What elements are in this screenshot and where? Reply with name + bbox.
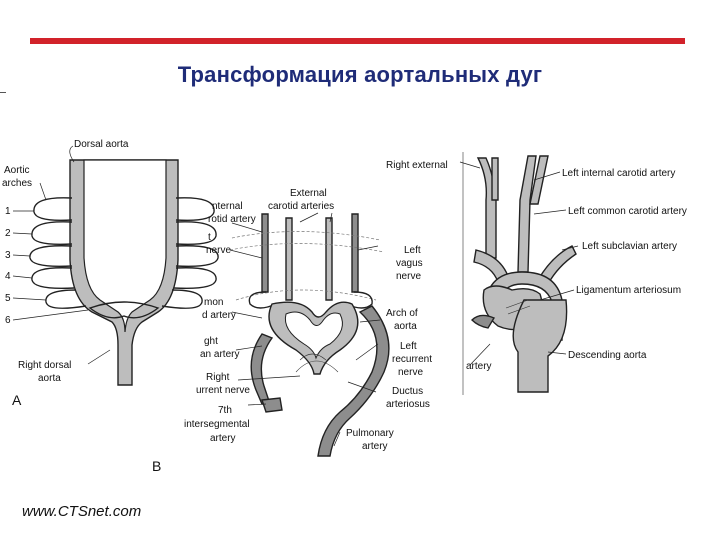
right-subclavian-artery (251, 334, 272, 404)
label-right-external-c: Right external (386, 160, 448, 171)
arch-number-6: 6 (5, 315, 11, 326)
panel-b-letter: B (152, 458, 161, 474)
label-left-vagus-1: Left (404, 245, 421, 256)
arch-number-3: 3 (5, 250, 11, 261)
label-nerve-2: nerve (206, 245, 231, 256)
label-pulmonary-2: artery (362, 441, 388, 452)
label-right-dorsal-aorta-1: Right dorsal (18, 360, 71, 371)
label-left-recurrent-1: Left (400, 341, 417, 352)
panel-a-letter: A (12, 392, 22, 408)
arch-number-1: 1 (5, 206, 11, 217)
label-arch-aorta-1: Arch of (386, 308, 418, 319)
right-internal-carotid (262, 214, 268, 292)
label-dorsal-aorta: Dorsal aorta (74, 139, 129, 150)
label-descending-c: Descending aorta (568, 350, 647, 361)
left-internal-carotid (352, 214, 358, 292)
label-seventh-1: 7th (218, 405, 232, 416)
right-external-carotid (286, 218, 292, 300)
label-right-recurrent-2: urrent nerve (196, 385, 250, 396)
label-artery-cut-c: artery (466, 361, 492, 372)
descending-aorta-c (513, 300, 566, 392)
panel-a-embryo-arches: Dorsal aorta Aortic arches 1 2 3 4 5 6 R… (2, 139, 218, 408)
label-right-recurrent-1: Right (206, 372, 230, 383)
label-seventh-3: artery (210, 433, 236, 444)
label-ligamentum-c: Ligamentum arteriosum (576, 285, 681, 296)
label-internal-carotid-2: rotid artery (208, 214, 256, 225)
leader-right-dorsal-aorta (88, 350, 110, 364)
arch-number-5: 5 (5, 293, 11, 304)
label-ductus-1: Ductus (392, 386, 423, 397)
left-external-carotid (326, 218, 332, 300)
label-pulmonary-1: Pulmonary (346, 428, 394, 439)
label-right-artery-2: an artery (200, 349, 239, 360)
label-subclavian-2: d artery (202, 310, 236, 321)
label-internal-carotid-1: nternal (212, 201, 243, 212)
panel-b-transformation: nternal rotid artery External carotid ar… (152, 188, 432, 474)
label-left-subclavian-c: Left subclavian artery (582, 241, 677, 252)
label-left-internal-carotid-c: Left internal carotid artery (562, 168, 675, 179)
seventh-intersegmental-stub (262, 398, 282, 412)
regressed-arches-dashed (230, 231, 384, 300)
label-left-vagus-2: vagus (396, 258, 423, 269)
label-left-recurrent-2: recurrent (392, 354, 432, 365)
label-right-dorsal-aorta-2: aorta (38, 373, 61, 384)
label-left-common-carotid-c: Left common carotid artery (568, 206, 687, 217)
label-left-recurrent-3: nerve (398, 367, 423, 378)
footer-source: www.CTSnet.com (22, 503, 141, 520)
label-aortic-arches-1: Aortic (4, 165, 30, 176)
label-seventh-2: intersegmental (184, 419, 250, 430)
left-internal-carotid-c (518, 156, 536, 272)
label-arch-aorta-2: aorta (394, 321, 417, 332)
arch-number-2: 2 (5, 228, 11, 239)
label-subclavian-1: mon (204, 297, 223, 308)
right-internal-carotid-c (492, 158, 498, 200)
arch-number-4: 4 (5, 271, 11, 282)
label-nerve-1: t (208, 232, 211, 243)
leader-aortic-arches (40, 183, 46, 200)
label-left-vagus-3: nerve (396, 271, 421, 282)
label-external-carotid-1: External (290, 188, 327, 199)
label-aortic-arches-2: arches (2, 178, 32, 189)
label-external-carotid-2: carotid arteries (268, 201, 334, 212)
label-right-artery-1: ght (204, 336, 218, 347)
right-pulmonary-c (472, 315, 494, 328)
label-ductus-2: arteriosus (386, 399, 430, 410)
